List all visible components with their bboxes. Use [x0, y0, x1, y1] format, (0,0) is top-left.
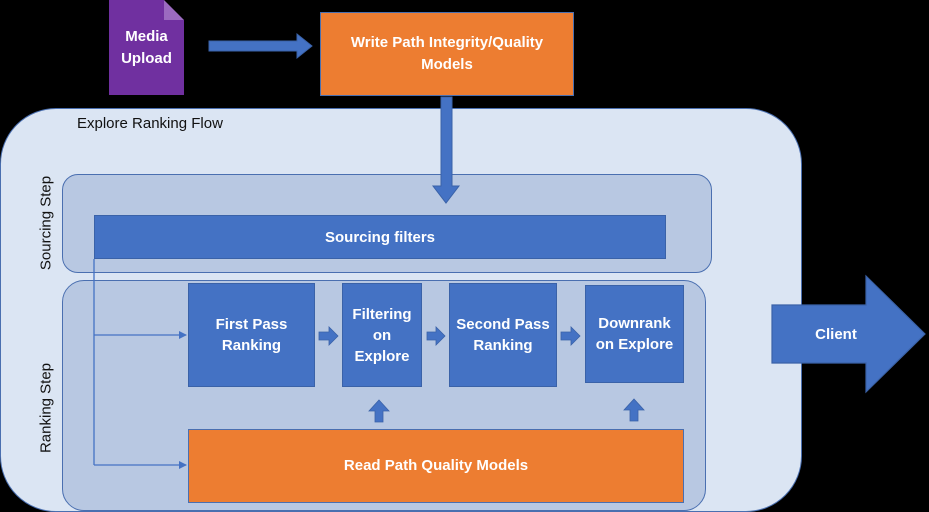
page-fold-corner: [164, 0, 184, 20]
explore-ranking-flow-title: Explore Ranking Flow: [77, 115, 223, 132]
client-label: Client: [815, 325, 857, 343]
downrank-on-explore-node: Downrank on Explore: [585, 285, 684, 383]
client-arrow: [771, 274, 926, 394]
arrow-read-path-to-downrank: [623, 398, 645, 422]
sourcing-filters-label: Sourcing filters: [324, 228, 436, 246]
sourcing-filters-node: Sourcing filters: [94, 215, 666, 259]
arrow-write-path-to-sourcing: [431, 96, 461, 204]
media-upload-node: Media Upload: [109, 0, 184, 95]
first-pass-ranking-node: First Pass Ranking: [188, 283, 315, 387]
read-path-models-label: Read Path Quality Models: [343, 457, 529, 474]
write-path-models-node: Write Path Integrity/Quality Models: [320, 12, 574, 96]
media-upload-label: Media Upload: [121, 27, 172, 67]
first-pass-ranking-label: First Pass Ranking: [215, 316, 288, 354]
second-pass-ranking-node: Second Pass Ranking: [449, 283, 557, 387]
arrow-filtering-to-second-pass: [426, 326, 446, 346]
downrank-on-explore-label: Downrank on Explore: [595, 315, 674, 353]
arrow-read-path-to-filtering: [368, 399, 390, 423]
filtering-on-explore-label: Filtering on Explore: [352, 305, 412, 365]
arrow-first-pass-to-filtering: [318, 326, 339, 346]
read-path-models-node: Read Path Quality Models: [188, 429, 684, 503]
arrow-second-pass-to-downrank: [560, 326, 581, 346]
arrow-media-to-write-path: [208, 32, 313, 60]
write-path-models-label: Write Path Integrity/Quality Models: [350, 34, 544, 73]
filtering-on-explore-node: Filtering on Explore: [342, 283, 422, 387]
second-pass-ranking-label: Second Pass Ranking: [456, 316, 550, 354]
